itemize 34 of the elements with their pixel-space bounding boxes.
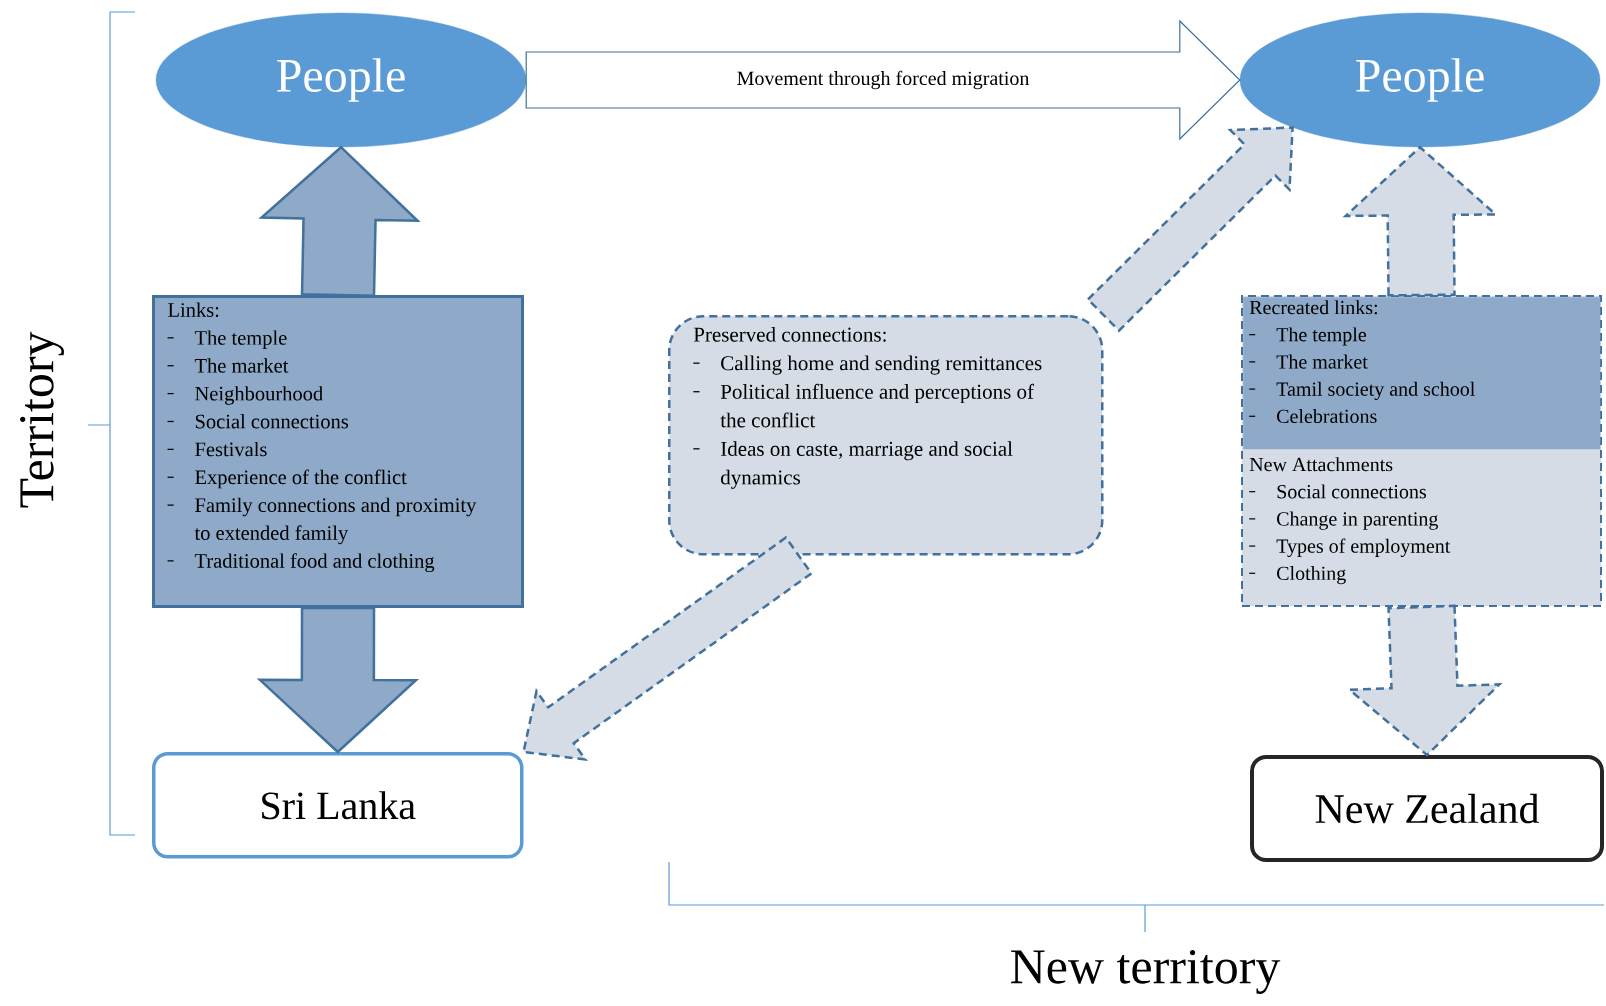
edge-label: Movement through forced migration (737, 70, 1030, 90)
list-item: Social connections (1248, 484, 1426, 499)
list-item: Types of employment (1248, 538, 1451, 557)
place-box: Sri Lanka (152, 752, 524, 859)
list-box (668, 315, 1104, 556)
axis-label: Territory (20, 331, 64, 508)
list-heading: Links: (168, 302, 219, 317)
list-item: The market (166, 358, 289, 373)
block-arrow (258, 145, 421, 297)
block-arrow (256, 606, 420, 754)
list-box (1243, 297, 1601, 450)
list-item: Ideas on caste, marriage and social dynamics (692, 441, 1013, 489)
list-item: Tamil society and school (1248, 381, 1475, 400)
axis-label: New territory (1011, 950, 1281, 994)
list-box (1248, 457, 1451, 585)
list-heading: New Attachments (1249, 457, 1393, 472)
list-item: Festivals (166, 441, 267, 457)
list-box (152, 295, 524, 608)
place-box: New Zealand (1250, 755, 1604, 862)
list-item: Traditional food and clothing (166, 553, 435, 573)
list-item: Calling home and sending remittances (692, 355, 1042, 375)
list-item: Family connections and proximity to extended family (166, 497, 477, 545)
list-item: The temple (1248, 327, 1367, 346)
list-heading: Recreated links: (1249, 300, 1377, 315)
list-item: Experience of the conflict (166, 469, 407, 489)
list-item: The market (1248, 354, 1368, 369)
list-item: The temple (166, 330, 287, 349)
list-item: Neighbourhood (166, 386, 323, 405)
list-heading: Preserved connections: (693, 326, 886, 342)
list-item: Change in parenting (1248, 511, 1438, 530)
list-item: Political influence and perceptions of the conflict (692, 383, 1035, 428)
list-item: Clothing (1248, 566, 1346, 585)
list-item: Social connections (166, 414, 349, 429)
list-item: Celebrations (1248, 409, 1377, 424)
